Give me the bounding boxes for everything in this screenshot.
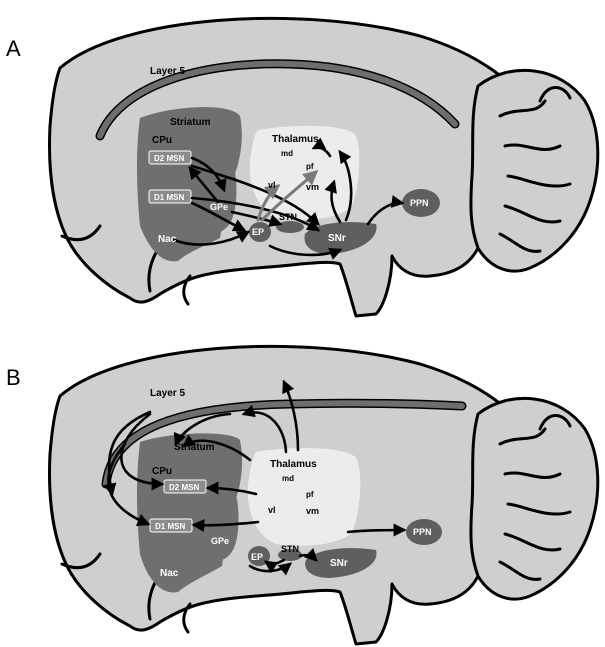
panel-a-ppn-label: PPN [410,198,429,208]
panel-a-ep-label: EP [252,227,264,237]
panel-b-gpe-label: GPe [211,536,229,546]
panel-b-nac-label: Nac [160,568,179,579]
panel-a-striatum-label: Striatum [170,117,211,128]
panel-b-thalamus-label: Thalamus [270,459,317,470]
panel-b-vm-label: vm [306,506,319,516]
panel-b-pf-label: pf [306,490,314,499]
panel-a-layer5-label: Layer 5 [150,66,185,77]
panel-b-md-label: md [282,474,294,483]
panel-b-d1-msn-label: D1 MSN [155,522,185,531]
panel-b-striatum-label: Striatum [174,442,215,453]
panel-a-stn-label: STN [279,212,297,222]
panel-a: Layer 5 Striatum CPu D2 MSN [50,18,598,316]
panel-a-d2-msn-label: D2 MSN [154,154,184,163]
panel-a-md-label: md [281,149,293,158]
panel-b-snr-label: SNr [330,558,348,569]
panel-b-layer5-label: Layer 5 [150,388,185,399]
panel-a-d1-msn-label: D1 MSN [154,193,184,202]
panel-a-thalamus-label: Thalamus [272,134,319,145]
panel-a-snr-label: SNr [328,233,346,244]
panel-b-ppn-label: PPN [413,527,432,537]
panel-b-d2-msn-label: D2 MSN [169,483,199,492]
panel-a-cpu-label: CPu [152,135,172,146]
panel-a-nac-label: Nac [158,234,177,245]
panel-b-cpu-label: CPu [152,466,172,477]
panel-b: Layer 5 Striatum CPu D2 MSN D1 MS [50,346,598,644]
panel-a-letter: A [6,36,21,61]
panel-a-pf-label: pf [306,162,314,171]
panel-b-ep-label: EP [251,552,263,562]
panel-a-gpe-label: GPe [210,202,228,212]
panel-a-vl-label: vl [268,180,276,190]
panel-b-vl-label: vl [268,505,276,515]
panel-b-letter: B [6,365,21,390]
panel-b-stn-label: STN [281,544,299,554]
panel-a-vm-label: vm [306,182,319,192]
